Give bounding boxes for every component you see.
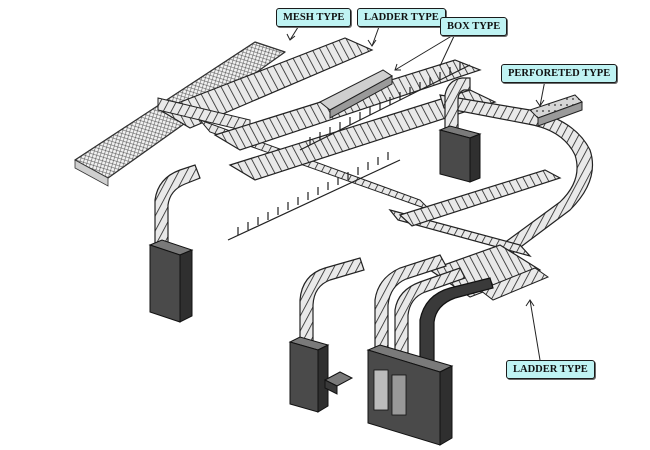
vertical-drop-back [444,77,471,133]
mesh-type-label: MESH TYPE [276,8,352,27]
ladder-tray-top [158,37,374,129]
perforated-type-label: PERFORETED TYPE [501,64,618,83]
ladder-loop-right [388,94,594,258]
ladder-type-label-bottom: LADDER TYPE [506,360,595,379]
callout-arrows [286,23,546,361]
cabinet-group-right [366,344,454,446]
vertical-drop-left [154,164,201,253]
vertical-drop-center [299,257,365,349]
ladder-type-label-top: LADDER TYPE [357,8,446,27]
floor-box [323,371,354,395]
cabinet-back [438,125,482,183]
box-type-label: BOX TYPE [440,17,508,36]
comb-strip [227,62,471,241]
box-duct [319,69,393,119]
vertical-drop-right [374,254,494,373]
perforated-tray [529,94,583,127]
cabinet-center [288,336,330,413]
cabinet-left [148,239,194,323]
